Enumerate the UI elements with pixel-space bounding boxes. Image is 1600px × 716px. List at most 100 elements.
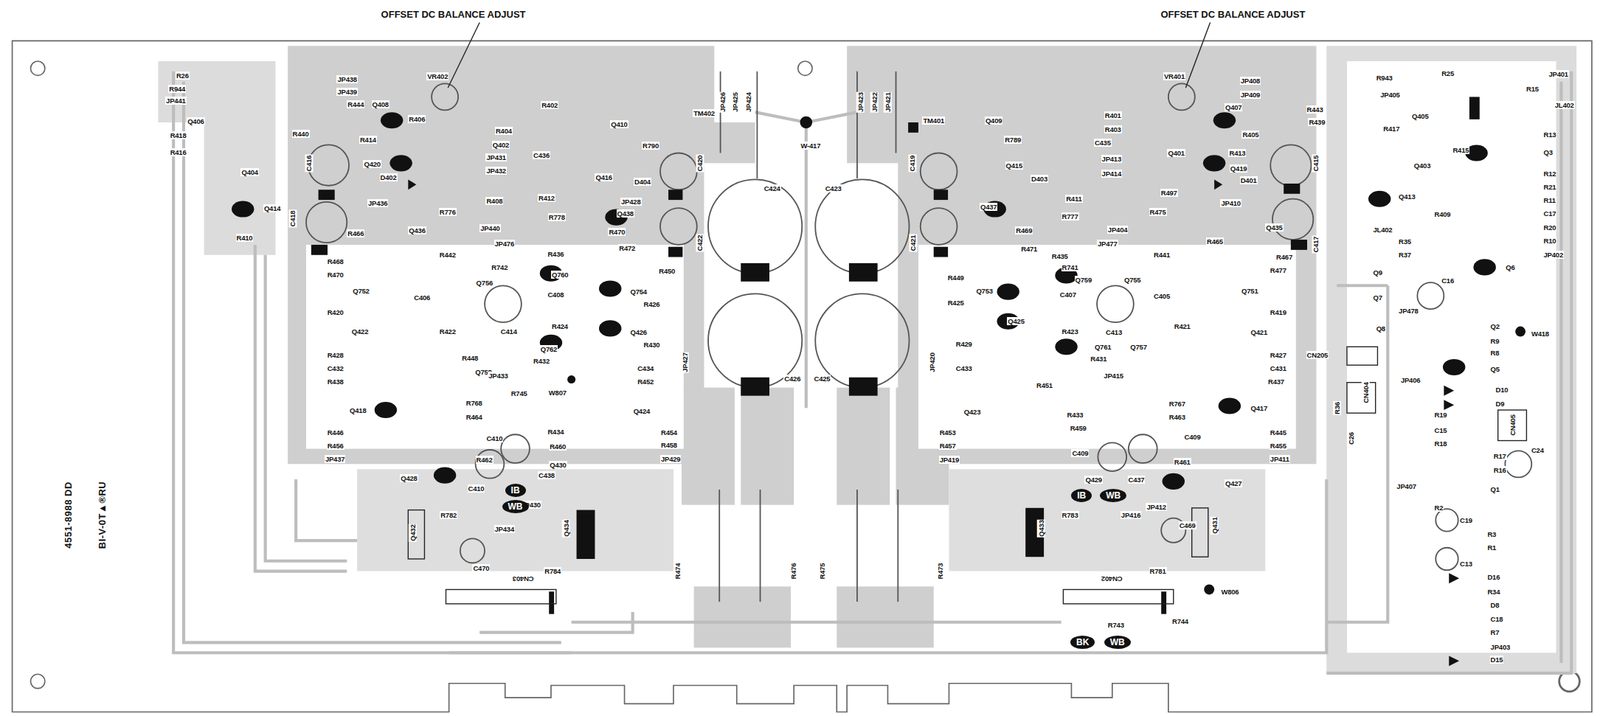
part-label: W418 — [1530, 329, 1550, 338]
part-label: JP434 — [494, 525, 515, 534]
part-label: Q407 — [1224, 103, 1243, 112]
part-label: R414 — [359, 135, 377, 144]
part-label: Q434 — [562, 519, 571, 538]
part-label: R419 — [1269, 308, 1288, 317]
part-label: Q8 — [1375, 324, 1387, 333]
part-label: JP402 — [1543, 250, 1564, 259]
part-label: R463 — [1168, 413, 1187, 422]
part-label: C405 — [1152, 292, 1171, 301]
part-label: R424 — [551, 322, 569, 331]
part-label: Q430 — [548, 461, 567, 470]
part-label: C18 — [1490, 615, 1505, 624]
part-label: R403 — [1104, 125, 1122, 134]
part-label: JP476 — [494, 239, 515, 248]
part-label: JP416 — [1120, 511, 1142, 520]
part-label: R450 — [657, 267, 676, 276]
marker-text: WB — [1105, 490, 1121, 501]
part-label: R474 — [673, 562, 682, 581]
part-label: Q753 — [975, 286, 993, 296]
part-label: JP432 — [485, 166, 507, 175]
part-label: D15 — [1490, 655, 1505, 664]
part-label: W807 — [548, 388, 568, 397]
part-label: R413 — [1228, 149, 1246, 158]
part-label: JP478 — [1397, 306, 1419, 315]
part-label: R448 — [461, 354, 479, 363]
part-label: R465 — [1206, 237, 1224, 246]
part-label: R402 — [540, 101, 559, 110]
part-label: JP433 — [487, 371, 509, 380]
part-label: R20 — [1543, 223, 1558, 232]
part-label: C409 — [1183, 433, 1202, 442]
part-label: R428 — [326, 351, 345, 360]
part-label: C438 — [537, 471, 556, 480]
part-label: Q415 — [1005, 161, 1024, 170]
part-label: R3 — [1486, 530, 1497, 539]
part-label: VR401 — [1163, 72, 1186, 81]
part-label: CN405 — [1508, 414, 1517, 438]
part-label: JP431 — [485, 153, 507, 162]
part-label: JL402 — [1554, 101, 1575, 110]
part-label: C416 — [305, 154, 314, 172]
part-label: R462 — [475, 455, 494, 464]
marker-text: IB — [511, 485, 521, 496]
part-label: R445 — [1269, 428, 1288, 437]
part-label: C425 — [812, 374, 831, 383]
part-label: Q421 — [1250, 328, 1269, 337]
part-label: R453 — [939, 428, 957, 437]
part-label: R457 — [939, 441, 957, 450]
part-label: R36 — [1332, 401, 1342, 416]
part-label: C419 — [908, 154, 917, 172]
part-label: R459 — [1069, 424, 1088, 433]
part-label: C19 — [1459, 516, 1474, 525]
wire-marker: WB — [1104, 635, 1131, 650]
part-label: JP405 — [1379, 90, 1401, 99]
part-label: Q409 — [984, 116, 1003, 125]
part-label: R408 — [485, 196, 504, 206]
part-label: JP419 — [939, 455, 960, 464]
part-label: R743 — [1107, 621, 1125, 630]
part-label: R444 — [346, 100, 365, 109]
part-label: JP423 — [856, 91, 865, 113]
part-label: D401 — [1240, 176, 1258, 185]
part-label: Q428 — [399, 474, 418, 483]
part-label: C26 — [1346, 431, 1356, 446]
part-label: R741 — [1061, 263, 1080, 272]
part-label: R2 — [1434, 503, 1445, 512]
part-label: Q436 — [407, 226, 426, 235]
part-label: Q405 — [1411, 112, 1429, 121]
part-label: R443 — [1306, 105, 1325, 114]
part-label: JP410 — [1220, 199, 1241, 208]
part-label: W806 — [1220, 587, 1240, 597]
part-label: R21 — [1543, 182, 1558, 192]
part-label: JP421 — [883, 91, 892, 113]
part-label: C437 — [1127, 475, 1146, 484]
part-label: R439 — [1307, 118, 1326, 127]
part-label: JP441 — [165, 96, 186, 105]
part-label: C436 — [532, 151, 551, 160]
part-label: Q408 — [371, 100, 390, 109]
part-label: JP420 — [927, 351, 936, 373]
part-label: Q413 — [1397, 192, 1416, 201]
part-label: D403 — [1030, 174, 1049, 183]
part-label: Q410 — [610, 120, 628, 129]
part-label: R412 — [537, 194, 556, 203]
part-label: R438 — [326, 377, 345, 386]
part-label: R432 — [532, 357, 551, 366]
part-label: R401 — [1104, 111, 1122, 120]
part-label: C406 — [413, 293, 431, 302]
part-label: C432 — [326, 364, 345, 373]
part-label: R452 — [636, 377, 655, 386]
part-label: R781 — [1149, 567, 1167, 576]
part-label: Q435 — [1265, 223, 1283, 232]
part-label: R782 — [439, 511, 458, 520]
part-label: C17 — [1543, 209, 1558, 218]
part-label: JP406 — [1400, 376, 1421, 385]
part-label: Q2 — [1490, 322, 1501, 331]
part-label: D10 — [1495, 385, 1510, 394]
part-label: JP436 — [367, 199, 389, 208]
part-label: R431 — [1089, 354, 1108, 363]
part-label: JL402 — [1372, 225, 1394, 234]
part-label: C469 — [1178, 521, 1197, 530]
part-label: R451 — [1035, 381, 1054, 390]
